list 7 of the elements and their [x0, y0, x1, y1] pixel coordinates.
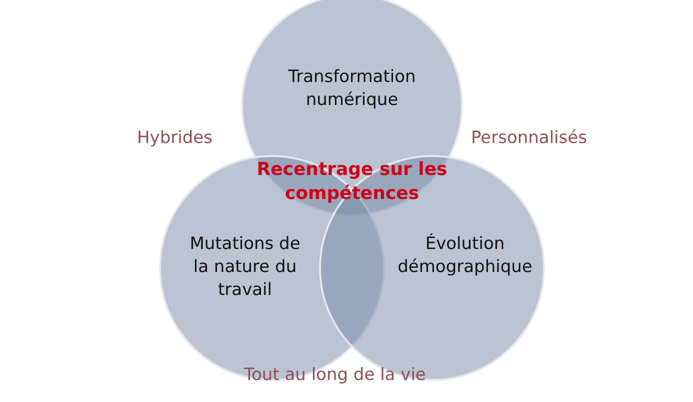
center-label: Recentrage sur les compétences — [256, 158, 448, 206]
circle-label: Transformation numérique — [287, 66, 417, 112]
bottom-label: Tout au long de la vie — [244, 365, 426, 385]
circle-label: Évolution démographique — [396, 233, 534, 279]
circle-label: Mutations de la nature du travail — [188, 233, 302, 302]
side-label: Hybrides — [137, 128, 212, 148]
side-label: Personnalisés — [471, 128, 587, 148]
